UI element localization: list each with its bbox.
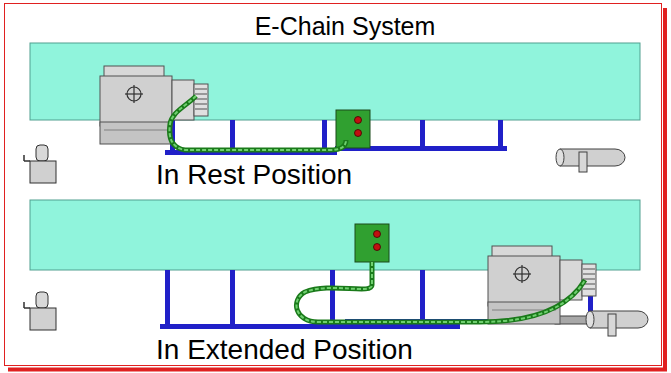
position-label: In Extended Position — [156, 336, 413, 364]
pipe — [556, 149, 625, 172]
control-box — [355, 224, 389, 262]
diagram-title: E-Chain System — [255, 14, 436, 39]
sensor — [24, 145, 56, 183]
position-label: In Rest Position — [156, 161, 352, 189]
frame-shadow — [8, 368, 667, 372]
carriage-machine — [100, 66, 208, 144]
frame-shadow — [663, 8, 667, 371]
e-chain — [296, 262, 585, 322]
frame — [5, 4, 662, 366]
control-box — [336, 110, 370, 148]
sensor — [24, 292, 56, 330]
pipe — [555, 311, 648, 336]
e-chain — [170, 96, 346, 150]
